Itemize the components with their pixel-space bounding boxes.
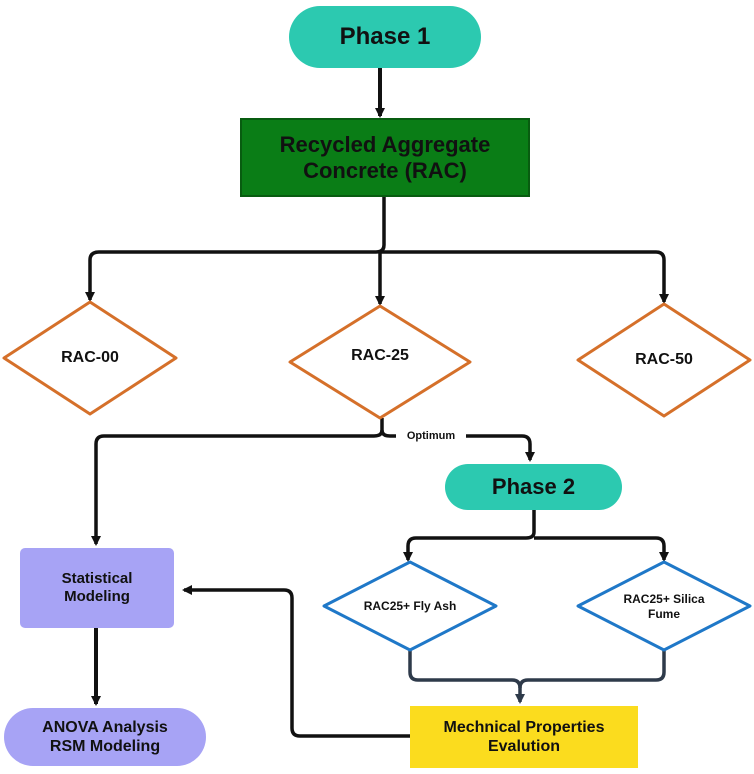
arrow-phase2-to-flyash xyxy=(403,510,536,562)
diamond-flyash xyxy=(322,560,498,652)
flyash-label: RAC25+ Fly Ash xyxy=(363,599,457,613)
silica-label-line1: RAC25+ Silica xyxy=(623,592,705,606)
arrow-silica-to-mech xyxy=(518,650,666,689)
rac-label-line1: Recycled Aggregate xyxy=(279,132,491,158)
diamond-rac00 xyxy=(2,300,178,416)
rac50-label: RAC-50 xyxy=(635,351,693,368)
statistical-label-line1: Statistical xyxy=(61,570,133,587)
arrow-phase2-to-silica xyxy=(534,536,669,562)
statistical-label-line2: Modeling xyxy=(64,588,130,605)
mechanical-properties-node: Mechnical Properties Evalution xyxy=(410,706,638,768)
rac00-label: RAC-00 xyxy=(61,349,119,366)
mechanical-label-line1: Mechnical Properties xyxy=(443,718,605,736)
optimum-label: Optimum xyxy=(396,428,466,444)
phase1-node: Phase 1 xyxy=(289,6,481,68)
anova-label-line1: ANOVA Analysis xyxy=(42,718,168,736)
anova-node: ANOVA Analysis RSM Modeling xyxy=(4,708,206,766)
phase1-label: Phase 1 xyxy=(339,23,431,50)
arrow-rac-to-rac00 xyxy=(85,197,386,302)
diamond-silica xyxy=(576,560,752,652)
silica-label-line2: Fume xyxy=(647,607,680,621)
phase2-label: Phase 2 xyxy=(491,474,576,499)
rac25-label: RAC-25 xyxy=(351,347,409,364)
phase2-node: Phase 2 xyxy=(445,464,622,510)
anova-label-line2: RSM Modeling xyxy=(49,738,161,755)
arrow-mech-to-statistical xyxy=(182,585,410,738)
mechanical-label-line2: Evalution xyxy=(487,738,560,755)
arrow-rac25-to-statistical xyxy=(91,418,384,546)
silica-label: RAC25+ Silica Fume xyxy=(600,590,728,624)
diamond-rac50 xyxy=(576,302,752,418)
arrow-flyash-to-mech xyxy=(408,650,525,704)
arrow-rac25-to-phase2 xyxy=(380,429,535,462)
diamond-rac25 xyxy=(288,304,472,420)
statistical-modeling-node: Statistical Modeling xyxy=(20,548,174,628)
rac-node: Recycled Aggregate Concrete (RAC) xyxy=(240,118,530,197)
arrow-rac-to-rac50 xyxy=(380,250,669,304)
rac-label-line2: Concrete (RAC) xyxy=(303,157,467,183)
